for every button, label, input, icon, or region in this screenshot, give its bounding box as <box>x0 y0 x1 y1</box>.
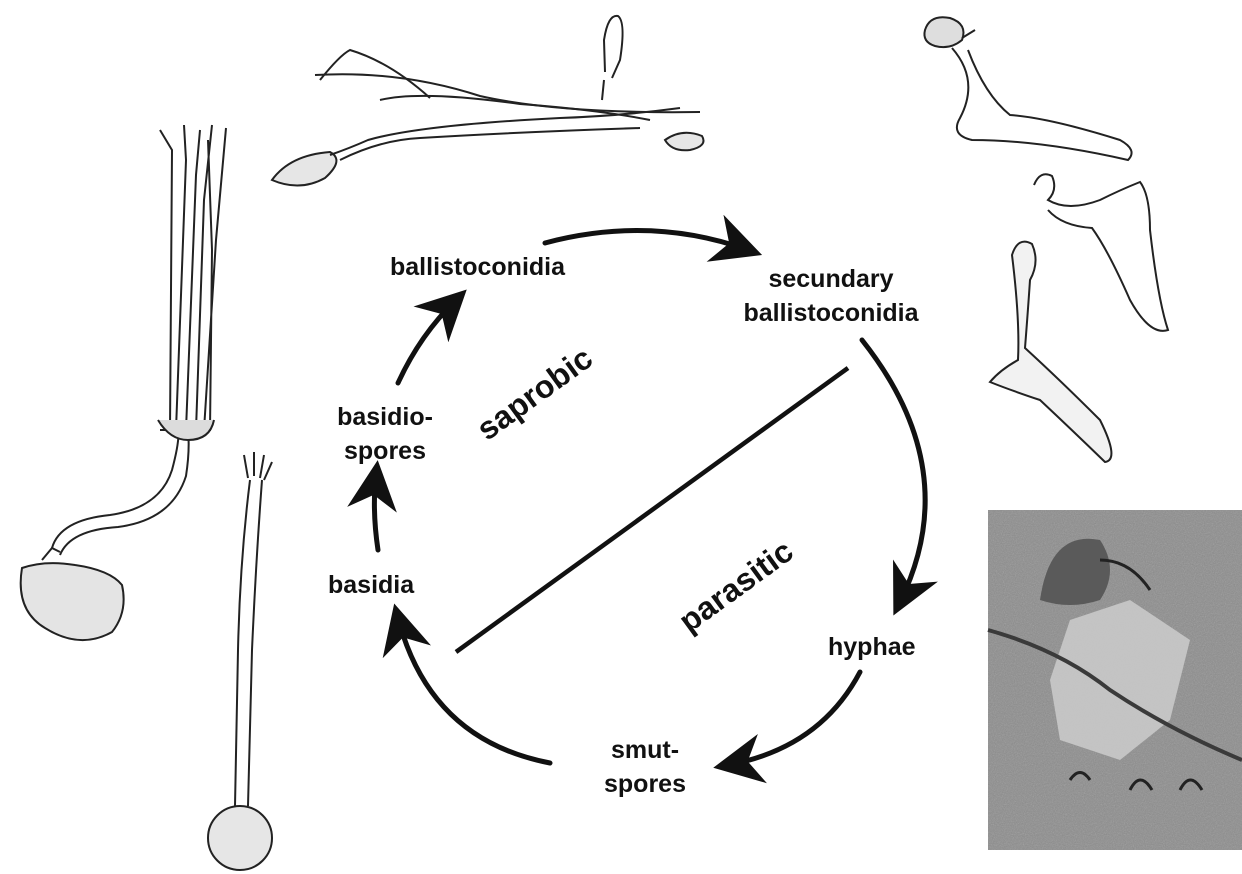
arrow-secundary-to-hyphae <box>862 340 925 602</box>
label-secundary-ballistoconidia: secundary ballistoconidia <box>720 262 942 330</box>
label-secundary-line1: secundary <box>720 262 942 296</box>
hyphae-bundle-illustration <box>272 16 704 186</box>
label-basidiospores-line2: spores <box>330 434 440 468</box>
label-hyphae: hyphae <box>828 630 916 664</box>
label-smutspores: smut- spores <box>590 733 700 801</box>
label-smutspores-line2: spores <box>590 767 700 801</box>
basidium-illustration-bottom <box>208 452 272 870</box>
basidium-illustration-left <box>21 125 226 640</box>
label-basidia: basidia <box>328 568 414 602</box>
micrograph-image <box>988 510 1242 850</box>
secondary-ballistoconidia-illustration <box>924 17 1168 462</box>
label-smutspores-line1: smut- <box>590 733 700 767</box>
label-secundary-line2: ballistoconidia <box>720 296 942 330</box>
label-ballistoconidia: ballistoconidia <box>390 250 565 284</box>
label-basidiospores-line1: basidio- <box>330 400 440 434</box>
label-basidiospores: basidio- spores <box>330 400 440 468</box>
arrow-basidia-to-basidiospores <box>374 475 378 550</box>
arrow-basidiospores-to-ballisto <box>398 300 456 383</box>
arrow-ballisto-to-secundary <box>545 231 748 250</box>
arrow-hyphae-to-smutspores <box>728 672 860 765</box>
